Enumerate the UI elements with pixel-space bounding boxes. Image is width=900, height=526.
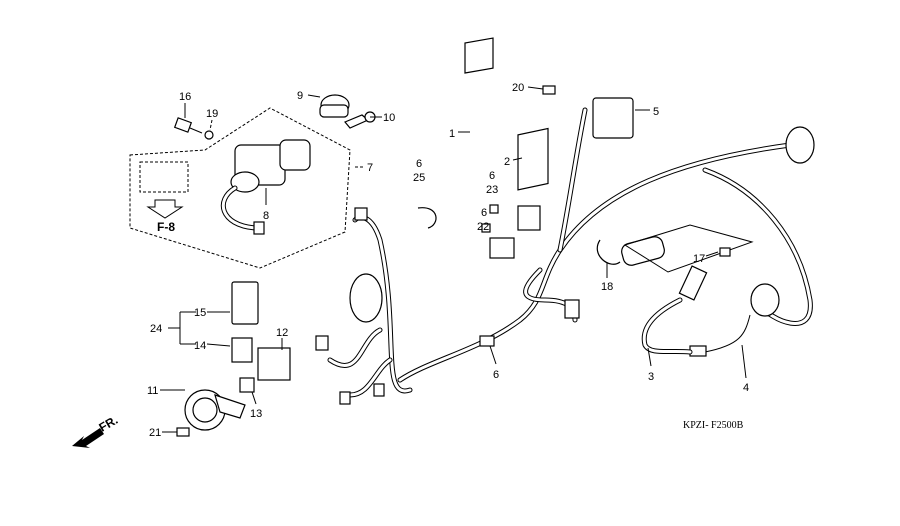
relay-12 (257, 347, 291, 381)
label-23: 23 (486, 184, 498, 196)
clip-22 (481, 223, 491, 233)
fuse-box-1 (464, 37, 494, 74)
ignition-switch-8 (220, 139, 311, 235)
clip-25 (417, 207, 437, 229)
relay-15 (231, 281, 259, 325)
control-unit-2 (517, 127, 549, 191)
label-22: 22 (477, 221, 489, 233)
bracket-outline (623, 224, 754, 273)
label-6b: 6 (489, 170, 495, 182)
label-16: 16 (179, 91, 191, 103)
label-6d: 6 (493, 369, 499, 381)
clamp-18 (596, 239, 621, 265)
main-wire-harness-6 (315, 107, 813, 405)
bolt-20 (542, 85, 556, 95)
bolt-21 (176, 427, 190, 437)
label-12: 12 (276, 327, 288, 339)
label-20: 20 (512, 82, 524, 94)
sensor-3 (641, 265, 708, 355)
label-10: 10 (383, 112, 395, 124)
label-3: 3 (648, 371, 654, 383)
label-7: 7 (367, 162, 373, 174)
label-18: 18 (601, 281, 613, 293)
label-6a: 6 (416, 158, 422, 170)
label-1: 1 (449, 128, 455, 140)
drawing-code: KPZI- F2500B (683, 420, 744, 431)
label-13: 13 (250, 408, 262, 420)
relay-13 (239, 377, 255, 393)
spark-plug-cap-4 (689, 283, 780, 357)
washer-19 (204, 130, 214, 140)
label-14: 14 (194, 340, 206, 352)
inset-box (139, 161, 189, 193)
leader-lines (160, 86, 747, 433)
label-11: 11 (147, 385, 158, 397)
reference-f8: F-8 (157, 220, 175, 234)
key-10 (344, 111, 376, 129)
label-9: 9 (297, 90, 303, 102)
label-2: 2 (504, 156, 510, 168)
label-6c: 6 (481, 207, 487, 219)
front-direction-arrow: FR. (72, 413, 120, 448)
label-8: 8 (263, 210, 269, 222)
horn-11 (184, 389, 246, 431)
label-5: 5 (653, 106, 659, 118)
reference-arrow-icon (146, 199, 184, 219)
ignition-switch-group-outline (129, 107, 351, 269)
label-15: 15 (194, 307, 206, 319)
label-19: 19 (206, 108, 218, 120)
label-4: 4 (743, 382, 749, 394)
label-24: 24 (150, 323, 162, 335)
regulator-5 (592, 97, 634, 139)
label-21: 21 (149, 427, 161, 439)
clip-23 (489, 204, 499, 214)
cap-9 (319, 94, 350, 118)
bolt-16 (173, 117, 203, 134)
bolt-17 (719, 247, 731, 257)
label-17: 17 (693, 253, 705, 265)
relay-14 (231, 337, 253, 363)
label-25: 25 (413, 172, 425, 184)
